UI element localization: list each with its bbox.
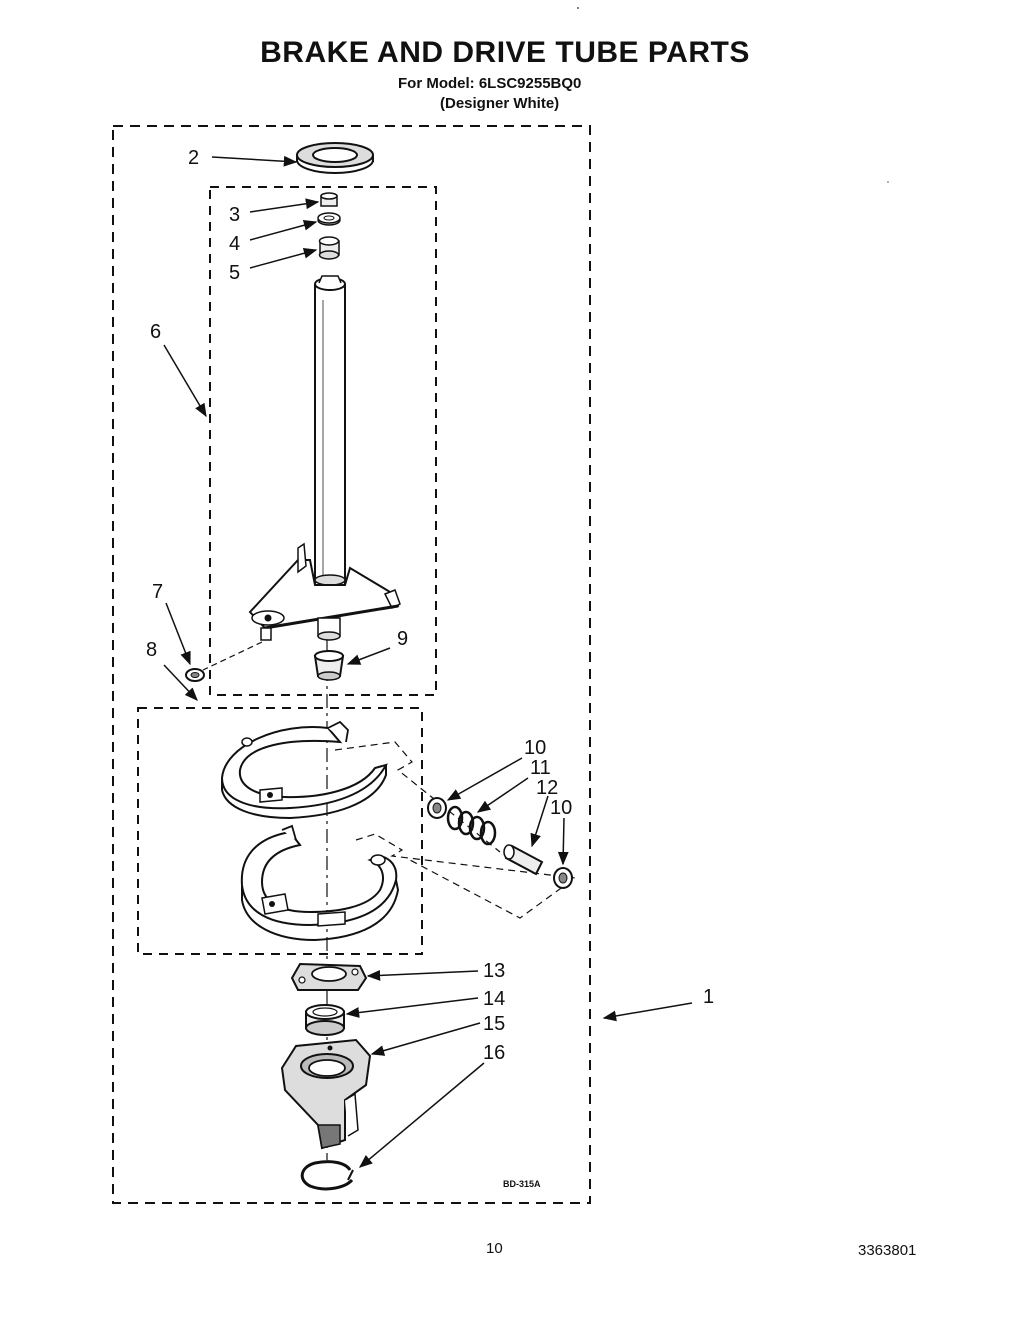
leader-11 <box>476 777 529 813</box>
page-number: 10 <box>486 1240 503 1257</box>
leader-16 <box>358 1062 485 1168</box>
leader-3 <box>249 198 320 213</box>
callout-14: 14 <box>483 988 505 1010</box>
leader-9 <box>346 647 391 665</box>
callout-4: 4 <box>229 233 240 255</box>
part-12-pin <box>503 844 544 876</box>
leader-1 <box>602 1002 693 1022</box>
leader-4 <box>249 219 318 241</box>
part-16-retaining-ring <box>300 1160 354 1191</box>
leader-6 <box>163 344 207 418</box>
callout-2: 2 <box>188 147 199 169</box>
assembly-6-boundary <box>209 186 437 696</box>
leader-14 <box>345 997 479 1018</box>
assembly-1-boundary <box>112 125 591 1204</box>
part-3-bearing <box>320 192 338 207</box>
document-number: 3363801 <box>858 1242 917 1259</box>
fastener-link-line <box>202 641 263 671</box>
callout-16: 16 <box>483 1042 505 1064</box>
diagram-code: BD-315A <box>503 1179 541 1189</box>
callout-8: 8 <box>146 639 157 661</box>
leader-5 <box>249 247 318 269</box>
part-11-spring <box>446 805 497 846</box>
part-7-nut <box>185 668 205 682</box>
part-8-upper-brake-shoe <box>220 720 388 820</box>
scan-speck <box>887 181 889 183</box>
part-6-drive-tube <box>248 275 401 641</box>
part-2-seal <box>296 142 374 174</box>
part-10-washer-lower <box>553 867 573 889</box>
part-8-lower-brake-shoe <box>240 824 400 942</box>
callout-13: 13 <box>483 960 505 982</box>
callout-11: 11 <box>530 757 551 779</box>
leader-13 <box>366 970 479 981</box>
part-14-sleeve <box>305 1004 345 1036</box>
callout-15: 15 <box>483 1013 505 1035</box>
variant-line: (Designer White) <box>440 95 560 112</box>
leader-10b <box>557 817 569 866</box>
leader-2 <box>211 155 298 167</box>
spring-link-line <box>334 741 577 919</box>
callout-9: 9 <box>397 628 408 650</box>
leader-8 <box>163 664 198 701</box>
leader-15 <box>370 1022 481 1056</box>
leader-10a <box>446 757 523 801</box>
part-5-bearing <box>318 236 340 260</box>
leader-12 <box>530 795 549 848</box>
callout-6: 6 <box>150 321 161 343</box>
callout-1: 1 <box>703 986 714 1008</box>
page-title: BRAKE AND DRIVE TUBE PARTS <box>260 36 750 69</box>
callout-7: 7 <box>152 581 163 603</box>
callout-10a: 10 <box>524 737 546 759</box>
callout-10b: 10 <box>550 797 572 819</box>
assembly-8-boundary <box>137 707 423 955</box>
model-line: For Model: 6LSC9255BQ0 <box>398 75 582 92</box>
part-10-washer-upper <box>427 797 447 819</box>
scan-speck <box>577 7 579 9</box>
part-4-washer <box>317 212 341 226</box>
callout-3: 3 <box>229 204 240 226</box>
callout-5: 5 <box>229 262 240 284</box>
part-15-yoke <box>280 1038 372 1150</box>
part-9-bearing <box>313 650 345 681</box>
part-13-flange <box>290 962 368 991</box>
leader-7 <box>165 602 191 666</box>
callout-12: 12 <box>536 777 558 799</box>
